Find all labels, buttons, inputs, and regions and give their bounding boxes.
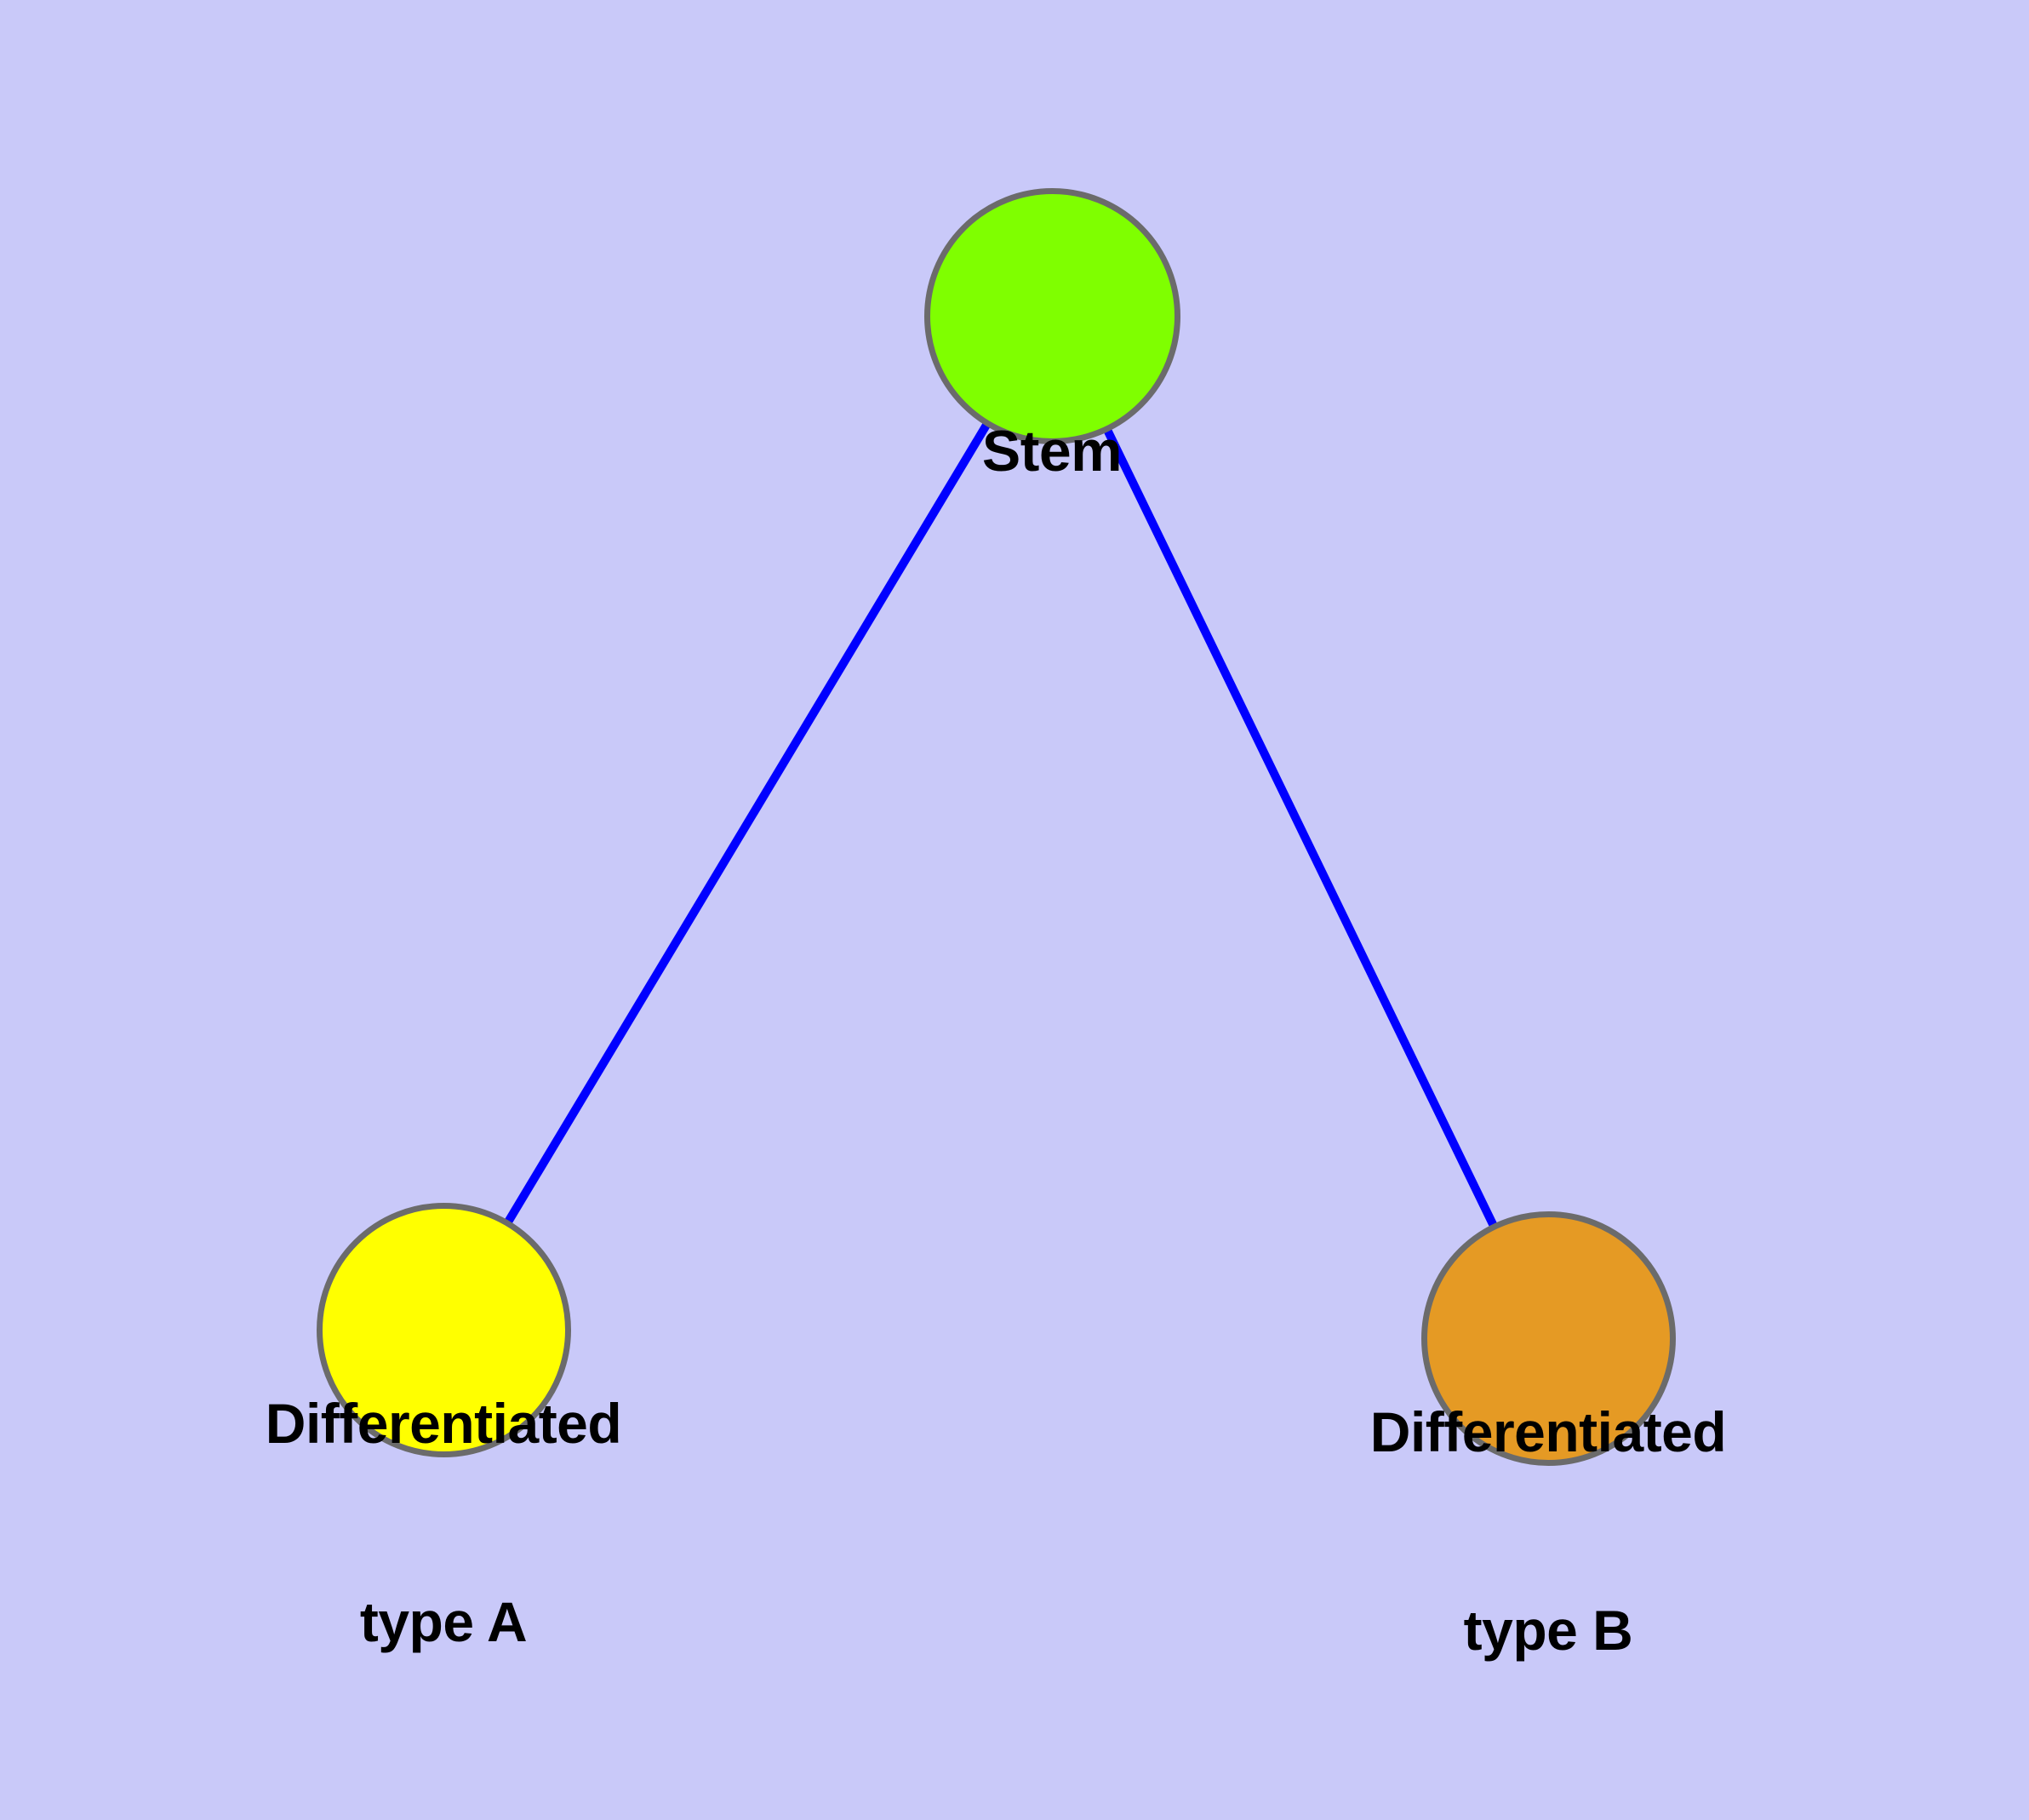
edge-stem-to-differentiated-a[interactable] <box>439 313 1056 1332</box>
node-differentiated-type-b[interactable] <box>1421 1211 1676 1466</box>
edge-stem-to-differentiated-b[interactable] <box>1048 313 1552 1341</box>
node-stem[interactable] <box>924 188 1180 444</box>
node-differentiated-type-a[interactable] <box>317 1203 571 1457</box>
node-differentiated-type-b-label-line-2: type B <box>1463 1599 1633 1663</box>
node-differentiated-type-a-label-line-2: type A <box>359 1590 528 1654</box>
